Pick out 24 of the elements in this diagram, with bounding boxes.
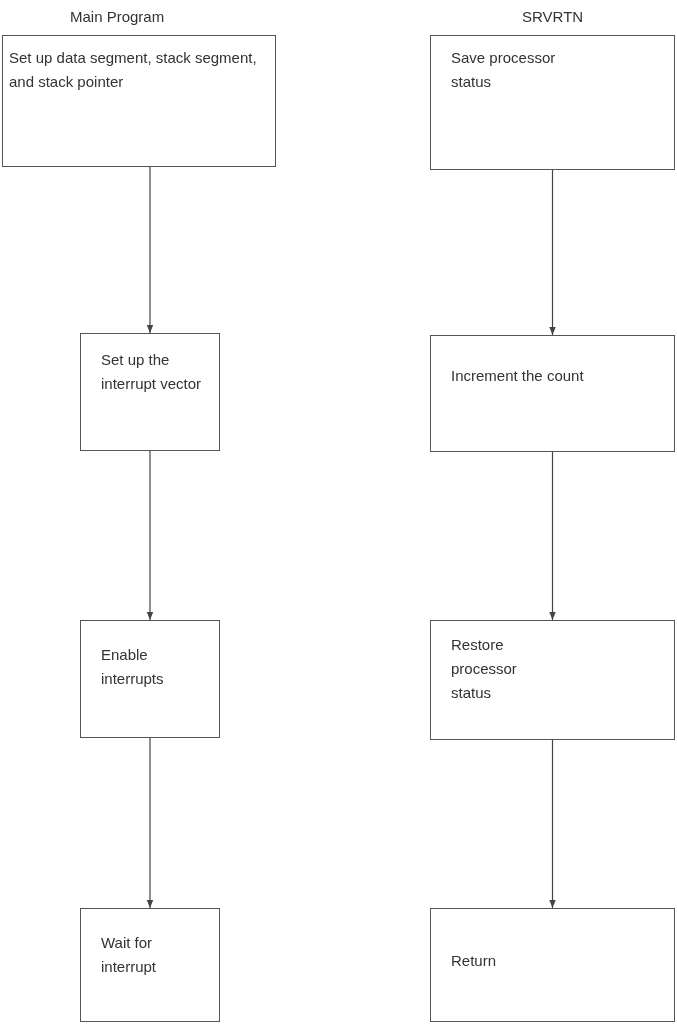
box-text: Enable interrupts <box>101 645 165 689</box>
box-text: Set up the interrupt vector <box>101 350 203 394</box>
box-text: Restore processor status <box>451 635 518 703</box>
box-text: Return <box>451 951 498 971</box>
process-box <box>80 620 220 738</box>
box-text: Increment the count <box>451 366 585 386</box>
box-text: Set up data segment, stack segment, and stack pointer <box>9 48 258 92</box>
process-box <box>80 333 220 451</box>
process-box <box>430 335 675 452</box>
process-box <box>80 908 220 1022</box>
column-heading: SRVRTN <box>522 7 584 27</box>
box-text: Wait for interrupt <box>101 933 158 977</box>
arrow <box>146 166 154 334</box>
column-heading: Main Program <box>70 7 165 27</box>
box-text: Save processor status <box>451 48 557 92</box>
arrow <box>549 739 556 909</box>
arrow <box>146 450 154 621</box>
arrow <box>549 169 556 336</box>
process-box <box>430 620 675 740</box>
arrow <box>549 451 556 621</box>
arrow <box>146 737 154 909</box>
process-box <box>2 35 276 167</box>
process-box <box>430 35 675 170</box>
process-box <box>430 908 675 1022</box>
